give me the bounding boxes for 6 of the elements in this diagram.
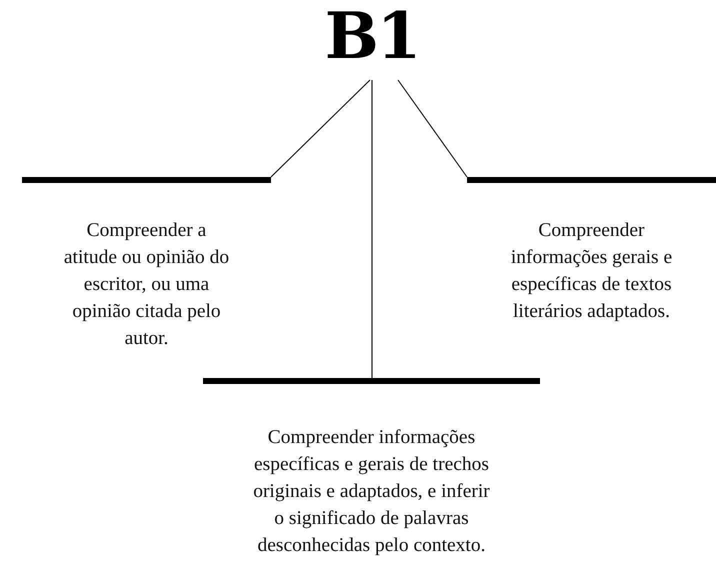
description-text: Compreender informações gerais e específicas de textos literários adaptados. <box>510 219 674 324</box>
description-text: Compreender a atitude ou opinião do escritor, ou uma opinião citada pelo autor. <box>62 219 230 351</box>
description-text: Compreender informações específicas e gerais de trechos originais e adaptados, e inferir o significado de palavras desconhecidas pelo contexto. <box>252 426 491 558</box>
title-text: B1 <box>324 2 420 72</box>
connector-line <box>398 80 468 178</box>
connector-line <box>270 80 370 178</box>
